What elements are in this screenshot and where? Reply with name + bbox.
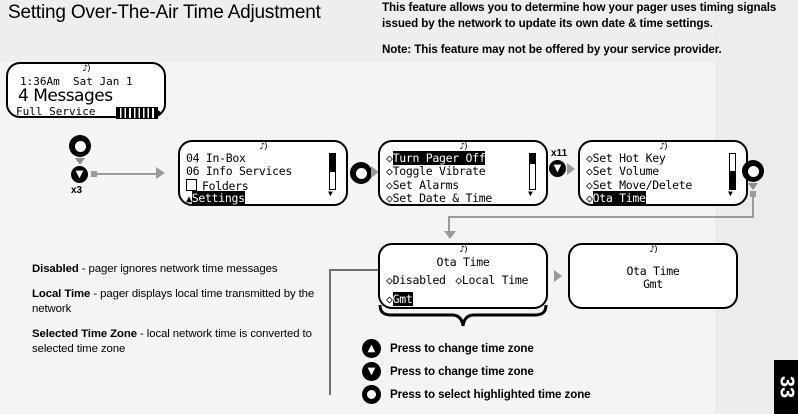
select-button-icon — [74, 140, 86, 152]
folder-icon — [186, 178, 197, 191]
list-item[interactable]: ◇Ota Time — [586, 190, 646, 205]
scrollbar-thumb[interactable] — [529, 153, 536, 164]
settings-menu-page-2: ♪) ◇Set Hot Key ◇Set Volume ◇Set Move/De… — [578, 140, 748, 206]
repeat-count-x11: x11 — [551, 148, 568, 159]
speaker-icon: ♪) — [459, 245, 467, 255]
standby-status-line: 1:36Am Sat Jan 1 — [20, 75, 133, 88]
main-menu-rows: 04 In-Box 06 Info Services Folders ▲Sett… — [186, 151, 292, 205]
flow-line-3-vertical — [448, 216, 450, 232]
list-item[interactable]: ◇Turn Pager Off — [386, 151, 486, 165]
select-button-icon — [355, 167, 367, 179]
legend-label-down: Press to change time zone — [390, 365, 534, 378]
scrollbar[interactable]: ▼ — [328, 153, 337, 198]
scrollbar[interactable]: ▼ — [728, 153, 737, 198]
speaker-icon: ♪) — [459, 142, 467, 152]
list-item[interactable]: ◇Set Date & Time — [386, 190, 492, 205]
flow-connector-square-1 — [91, 171, 97, 177]
select-button-inner-ring — [365, 388, 378, 401]
down-arrow-button-icon: ▼ — [553, 162, 562, 174]
flow-arrow-right-3 — [567, 163, 575, 175]
flow-arrow-right-2 — [371, 166, 379, 178]
main-menu-screen: ♪) 04 In-Box 06 Info Services Folders ▲S… — [178, 140, 348, 206]
right-margin-band — [715, 0, 798, 414]
ota-list-header: Ota Time — [436, 255, 490, 269]
legend-row-select: Press to select highlighted time zone — [362, 383, 591, 406]
option-descriptions: Disabled - pager ignores network time me… — [32, 262, 332, 367]
descriptions-connector-vertical — [329, 269, 331, 395]
down-arrow-button-icon: ▼ — [75, 168, 84, 180]
speaker-icon: ♪) — [659, 142, 667, 152]
intro-paragraph-2: Note: This feature may not be offered by… — [382, 43, 722, 57]
flow-line-2-vertical — [752, 195, 754, 217]
select-button-settings-page2[interactable] — [742, 160, 764, 182]
brace-bracket — [378, 305, 548, 327]
scrollbar-thumb[interactable] — [329, 153, 336, 172]
list-item[interactable]: ◇Toggle Vibrate — [386, 164, 486, 179]
settings-page1-rows: ◇Turn Pager Off ◇Toggle Vibrate ◇Set Ala… — [386, 151, 492, 205]
speaker-icon: ♪) — [649, 245, 657, 255]
scrollbar[interactable]: ▼ — [528, 153, 537, 198]
legend-row-up: ▲ Press to change time zone — [362, 337, 591, 360]
standby-screen: ♪) 1:36Am Sat Jan 1 4 Messages Full Serv… — [6, 62, 166, 119]
page-number-badge: 33 — [774, 360, 798, 414]
scrollbar-thumb[interactable] — [729, 171, 736, 190]
legend-label-select: Press to select highlighted time zone — [390, 388, 591, 401]
signal-strength-icon — [116, 107, 162, 119]
list-item[interactable]: ◇Disabled — [386, 273, 446, 287]
list-item[interactable]: ◇Set Move/Delete — [586, 177, 692, 192]
flow-line-2-horizontal — [448, 216, 754, 218]
select-button-standby[interactable] — [69, 135, 91, 157]
list-item[interactable]: ◇Local Time — [455, 273, 529, 287]
gear-icon: ▲ — [186, 193, 192, 205]
speaker-icon: ♪) — [259, 142, 267, 152]
speaker-icon: ♪) — [82, 64, 90, 74]
list-item[interactable]: ◇Gmt — [386, 292, 413, 306]
list-item[interactable]: ◇Set Alarms — [386, 177, 459, 192]
scroll-down-icon[interactable]: ▼ — [728, 189, 733, 198]
ota-time-confirm-screen: ♪) Ota Time Gmt — [568, 243, 738, 309]
down-button-standby[interactable]: ▼ — [71, 166, 88, 183]
list-item[interactable]: 04 In-Box — [186, 151, 246, 165]
page-title: Setting Over-The-Air Time Adjustment — [8, 2, 321, 23]
header-background-band — [0, 0, 715, 62]
down-button-settings[interactable]: ▼ — [549, 160, 566, 177]
ota-time-options-screen: ♪) Ota Time ◇Disabled ◇Local Time ◇Gmt — [378, 243, 548, 309]
scroll-down-icon[interactable]: ▼ — [528, 189, 533, 198]
scroll-down-icon[interactable]: ▼ — [328, 189, 333, 198]
flow-arrow-right-4 — [554, 270, 562, 282]
legend-block: ▲ Press to change time zone ▼ Press to c… — [362, 337, 591, 406]
select-button-icon — [747, 165, 759, 177]
list-item[interactable]: ◇Set Hot Key — [586, 151, 666, 165]
down-arrow-button-icon[interactable]: ▼ — [362, 362, 381, 381]
repeat-count-x3: x3 — [71, 185, 83, 196]
list-item[interactable]: ▲Settings — [186, 190, 245, 205]
list-item[interactable]: Folders — [186, 178, 292, 192]
list-item[interactable]: 06 Info Services — [186, 164, 292, 179]
standby-message-count: 4 Messages — [18, 86, 113, 106]
select-button-main-menu[interactable] — [350, 162, 372, 184]
flow-arrow-right-1 — [156, 167, 165, 179]
settings-menu-page-1: ♪) ◇Turn Pager Off ◇Toggle Vibrate ◇Set … — [378, 140, 548, 206]
flow-arrow-down-3 — [444, 231, 456, 239]
standby-service-text: Full Service — [16, 105, 96, 118]
flow-arrow-down-1 — [75, 158, 85, 165]
settings-page2-rows: ◇Set Hot Key ◇Set Volume ◇Set Move/Delet… — [586, 151, 692, 205]
legend-row-down: ▼ Press to change time zone — [362, 360, 591, 383]
description-disabled: Disabled - pager ignores network time me… — [32, 263, 278, 275]
flow-line-1 — [96, 173, 156, 175]
ota-confirm-line1: Ota Time — [626, 264, 680, 278]
up-arrow-button-icon[interactable]: ▲ — [362, 339, 381, 358]
flow-connector-square-2 — [750, 191, 756, 197]
ota-confirm-line2: Gmt — [643, 277, 663, 291]
description-selected-time-zone: Selected Time Zone - local network time … — [32, 328, 312, 356]
select-button-icon[interactable] — [362, 385, 381, 404]
flow-arrow-down-2 — [748, 183, 758, 190]
list-item[interactable]: ◇Set Volume — [586, 164, 659, 179]
intro-paragraph-1: This feature allows you to determine how… — [382, 1, 777, 30]
legend-label-up: Press to change time zone — [390, 342, 534, 355]
ota-list-rows: ◇Disabled ◇Local Time ◇Gmt — [386, 269, 546, 307]
descriptions-connector-horizontal — [329, 269, 378, 271]
intro-text-block: This feature allows you to determine how… — [382, 0, 782, 69]
description-local-time: Local Time - pager displays local time t… — [32, 288, 315, 316]
